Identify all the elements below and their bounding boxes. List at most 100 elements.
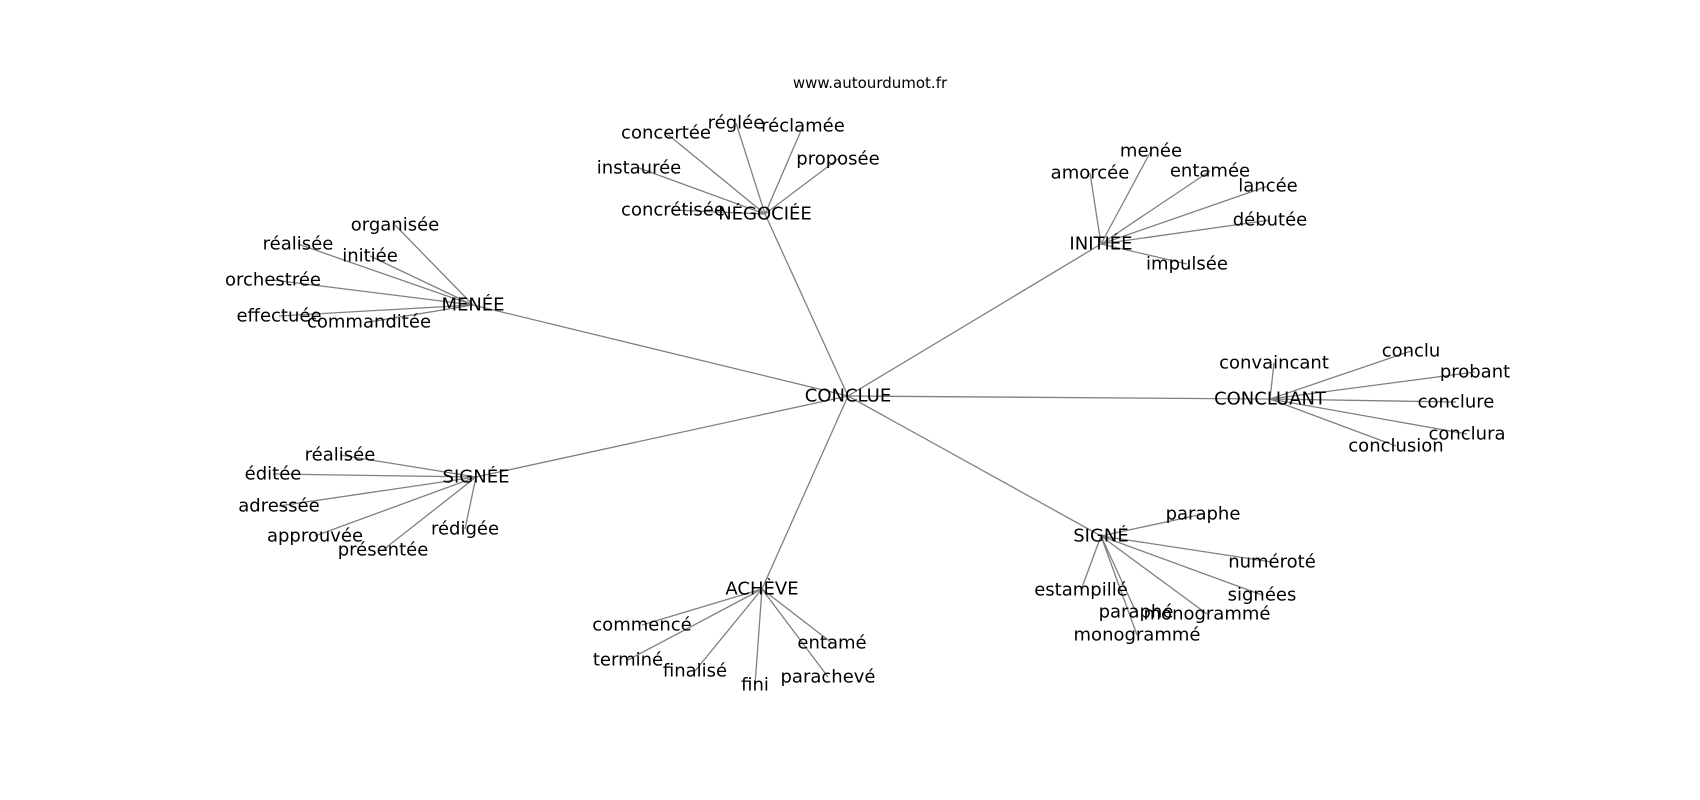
- edge-hub-leaf: [1100, 513, 1204, 537]
- edges-layer: [272, 122, 1476, 686]
- edge-hub-leaf: [1269, 362, 1275, 400]
- edge-hub-leaf: [761, 588, 829, 678]
- leaf-node-label: paraphe: [1166, 504, 1241, 525]
- leaf-node-label: conclura: [1428, 424, 1505, 445]
- edge-hub-leaf: [627, 588, 763, 661]
- edge-hub-leaf: [1100, 170, 1211, 245]
- edge-hub-leaf: [1269, 398, 1468, 435]
- edge-hub-leaf: [1269, 398, 1397, 447]
- edge-hub-leaf: [464, 476, 477, 530]
- edge-hub-leaf: [272, 473, 477, 478]
- hub-node-label: INITIÉE: [1069, 233, 1132, 255]
- leaf-node-label: entamée: [1170, 161, 1250, 182]
- edge-hub-leaf: [314, 476, 477, 537]
- edge-hub-leaf: [694, 588, 763, 672]
- edge-root-hub: [847, 395, 1102, 537]
- edge-hub-leaf: [369, 255, 474, 306]
- edge-root-hub: [764, 213, 849, 397]
- edge-hub-leaf: [1100, 535, 1273, 563]
- edge-hub-leaf: [297, 243, 474, 306]
- edge-hub-leaf: [764, 125, 804, 215]
- edge-hub-leaf: [1100, 535, 1137, 613]
- edge-hub-leaf: [754, 588, 763, 686]
- edge-hub-leaf: [1269, 350, 1412, 400]
- edge-hub-leaf: [638, 167, 766, 215]
- leaf-node-label: commencé: [592, 615, 691, 636]
- edge-hub-leaf: [672, 209, 766, 215]
- edge-hub-leaf: [1089, 172, 1102, 245]
- leaf-node-label: réalisée: [305, 445, 376, 466]
- leaf-node-label: réalisée: [263, 234, 334, 255]
- edge-hub-leaf: [735, 122, 766, 215]
- root-node-label: CONCLUE: [805, 386, 891, 407]
- leaf-node-label: réclamée: [761, 116, 845, 137]
- leaf-node-label: concrétisée: [621, 200, 725, 221]
- leaf-node-label: proposée: [796, 149, 879, 170]
- edge-hub-leaf: [1100, 185, 1269, 245]
- leaf-node-label: rédigée: [431, 519, 499, 540]
- leaf-node-label: concertée: [621, 123, 711, 144]
- leaf-node-label: débutée: [1233, 210, 1308, 231]
- edge-hub-leaf: [1100, 150, 1152, 245]
- leaf-node-label: approuvée: [267, 526, 363, 547]
- leaf-node-label: organisée: [351, 215, 440, 236]
- leaf-node-label: impulsée: [1146, 254, 1228, 275]
- edge-root-hub: [472, 304, 849, 397]
- leaf-node-label: effectuée: [236, 306, 321, 327]
- leaf-node-label: adressée: [238, 496, 319, 517]
- leaf-node-label: signées: [1228, 585, 1297, 606]
- edge-hub-leaf: [1100, 243, 1188, 265]
- hub-node-label: SIGNÉ: [1073, 525, 1129, 547]
- leaf-node-label: numéroté: [1228, 552, 1316, 573]
- edge-hub-leaf: [641, 588, 763, 626]
- hub-node-label: MENÉE: [441, 294, 504, 316]
- edge-hub-leaf: [1269, 398, 1457, 403]
- leaf-node-label: conclure: [1418, 392, 1495, 413]
- edge-hub-leaf: [339, 454, 477, 478]
- edge-hub-leaf: [1100, 535, 1138, 636]
- leaf-node-label: entamé: [797, 633, 866, 654]
- hub-node-label: SIGNÉE: [443, 466, 510, 488]
- edge-hub-leaf: [665, 132, 766, 215]
- edge-hub-leaf: [272, 279, 474, 306]
- leaf-node-label: parachevé: [781, 667, 876, 688]
- edge-hub-leaf: [1100, 535, 1208, 615]
- leaf-node-label: réglée: [708, 113, 765, 134]
- edge-root-hub: [847, 243, 1102, 397]
- edge-hub-leaf: [761, 588, 833, 644]
- leaf-node-label: conclu: [1382, 341, 1441, 362]
- edge-root-hub: [475, 395, 849, 478]
- edge-hub-leaf: [1100, 535, 1263, 596]
- leaf-node-label: monogrammé: [1144, 604, 1271, 625]
- leaf-node-label: conclusion: [1348, 436, 1443, 457]
- leaf-node-label: éditée: [245, 464, 302, 485]
- leaf-node-label: commanditée: [307, 312, 431, 333]
- leaf-node-label: convaincant: [1219, 353, 1329, 374]
- edge-hub-leaf: [382, 476, 477, 551]
- site-url-label: www.autourdumot.fr: [793, 74, 948, 92]
- leaf-node-label: lancée: [1238, 176, 1297, 197]
- edge-root-hub: [847, 395, 1271, 400]
- leaf-node-label: orchestrée: [225, 270, 321, 291]
- edge-root-hub: [761, 395, 849, 590]
- hub-node-label: CONCLUANT: [1214, 389, 1327, 410]
- edge-hub-leaf: [1269, 371, 1476, 400]
- labels-layer: www.autourdumot.fr CONCLUE NÉGOCIÉE réglée…: [225, 74, 1510, 696]
- edge-hub-leaf: [278, 476, 477, 507]
- edge-hub-leaf: [368, 304, 474, 323]
- leaf-node-label: menée: [1120, 141, 1182, 162]
- edge-hub-leaf: [394, 224, 474, 306]
- leaf-node-label: initiée: [342, 246, 398, 267]
- leaf-node-label: paraphé: [1099, 602, 1174, 623]
- hub-node-label: NÉGOCIÉE: [718, 203, 812, 225]
- edge-hub-leaf: [278, 304, 474, 317]
- leaf-node-label: probant: [1440, 362, 1510, 383]
- edge-hub-leaf: [1100, 219, 1271, 245]
- edge-hub-leaf: [1080, 535, 1102, 591]
- leaf-node-label: instaurée: [597, 158, 681, 179]
- leaf-node-label: fini: [741, 675, 769, 696]
- hub-node-label: ACHÈVE: [725, 578, 798, 600]
- leaf-node-label: présentée: [338, 540, 429, 561]
- edge-hub-leaf: [764, 158, 839, 215]
